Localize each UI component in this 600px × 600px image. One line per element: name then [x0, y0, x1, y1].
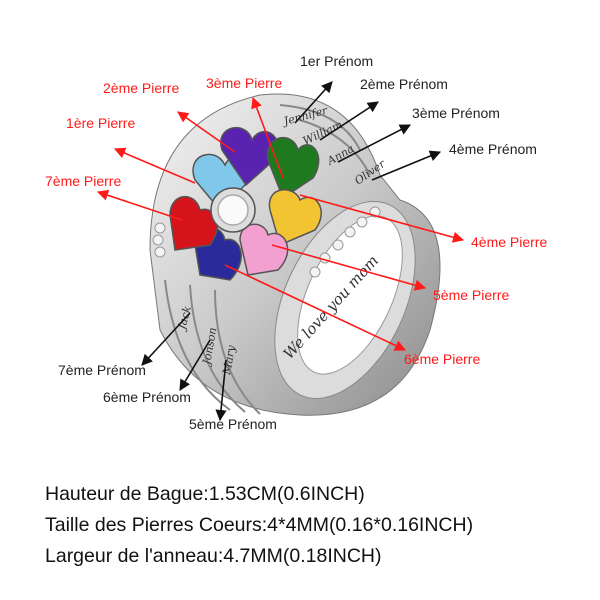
spec-ring-height: Hauteur de Bague:1.53CM(0.6INCH) [45, 483, 365, 505]
stone-7 [169, 195, 219, 251]
label-name-1: 1er Prénom [300, 53, 374, 69]
label-name-2: 2ème Prénom [360, 76, 448, 92]
label-stone-3: 3ème Pierre [206, 75, 283, 91]
label-name-6: 6ème Prénom [103, 389, 191, 405]
label-stone-5: 5ème Pierre [433, 287, 510, 303]
stone-3 [266, 136, 320, 200]
label-stone-2: 2ème Pierre [103, 80, 180, 96]
stones [169, 126, 322, 281]
label-stone-1: 1ère Pierre [66, 115, 136, 131]
label-name-5: 5ème Prénom [189, 416, 277, 432]
spec-stone-size: Taille des Pierres Coeurs:4*4MM(0.16*0.1… [45, 514, 474, 536]
label-stone-4: 4ème Pierre [471, 234, 548, 250]
label-name-7: 7ème Prénom [58, 362, 146, 378]
spec-band-width: Largeur de l'anneau:4.7MM(0.18INCH) [45, 545, 382, 567]
side-diamonds [152, 206, 381, 278]
ring-bands [149, 93, 441, 416]
label-stone-6: 6ème Pierre [404, 351, 481, 367]
label-stone-7: 7ème Pierre [45, 173, 122, 189]
label-name-4: 4ème Prénom [449, 141, 537, 157]
label-name-3: 3ème Prénom [412, 105, 500, 121]
stone-4 [268, 189, 322, 247]
name-arrows [141, 81, 442, 422]
stone-arrows [96, 96, 465, 351]
